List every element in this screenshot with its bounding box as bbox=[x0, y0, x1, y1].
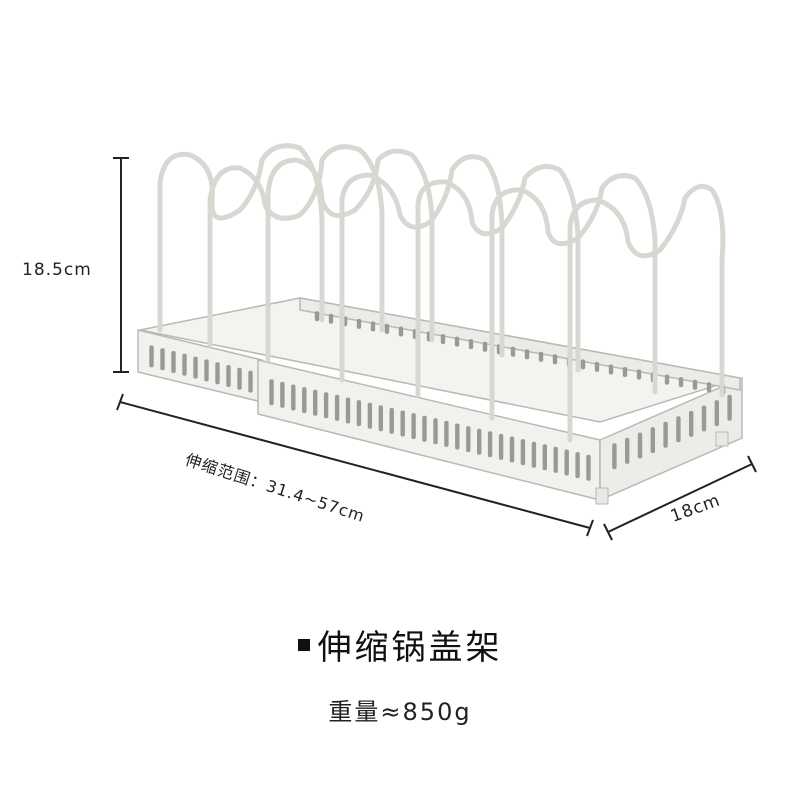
panel-slot bbox=[389, 407, 394, 434]
panel-slot bbox=[637, 432, 643, 459]
panel-slot bbox=[509, 436, 515, 463]
panel-slot bbox=[160, 348, 165, 371]
panel-slot bbox=[226, 365, 231, 387]
panel-slot bbox=[455, 423, 460, 450]
panel-slot bbox=[636, 369, 642, 380]
panel-slot bbox=[411, 413, 416, 440]
panel-slot bbox=[650, 427, 655, 454]
panel-slot bbox=[468, 339, 474, 350]
panel-slot bbox=[625, 437, 630, 464]
panel-slot bbox=[334, 394, 340, 421]
panel-slot bbox=[215, 362, 220, 385]
panel-slot bbox=[689, 410, 694, 437]
panel-slot bbox=[498, 433, 504, 460]
rack-feet bbox=[595, 431, 729, 505]
panel-slot bbox=[538, 351, 544, 362]
panel-slot bbox=[313, 389, 318, 416]
panel-slot bbox=[482, 341, 488, 352]
panel-slot bbox=[237, 367, 242, 390]
panel-slot bbox=[378, 405, 383, 432]
panel-slot bbox=[182, 353, 187, 376]
panel-slot bbox=[580, 359, 586, 370]
panel-slot bbox=[204, 359, 209, 382]
product-title-row: 伸缩锅盖架 bbox=[0, 620, 800, 669]
panel-slot bbox=[370, 321, 376, 332]
panel-slot bbox=[622, 367, 628, 377]
panel-slot bbox=[291, 384, 296, 411]
panel-slot bbox=[676, 416, 681, 443]
panel-slot bbox=[477, 428, 482, 455]
panel-slot bbox=[171, 351, 176, 373]
depth-dimension-line bbox=[603, 455, 757, 541]
panel-slot bbox=[553, 446, 558, 473]
panel-slot bbox=[328, 313, 334, 324]
panel-slot bbox=[384, 323, 390, 334]
panel-slot bbox=[608, 364, 614, 375]
panel-slot bbox=[269, 379, 274, 406]
panel-slot bbox=[727, 394, 732, 421]
product-title: 伸缩锅盖架 bbox=[297, 620, 503, 669]
panel-slot bbox=[487, 431, 493, 458]
panel-slot bbox=[466, 426, 471, 453]
panel-slot bbox=[552, 354, 558, 365]
panel-slot bbox=[398, 326, 404, 337]
panel-slot bbox=[542, 444, 547, 471]
rack-slots bbox=[149, 311, 732, 481]
panel-slot bbox=[302, 387, 307, 414]
panel-slot bbox=[345, 397, 351, 424]
panel-slot bbox=[444, 420, 449, 447]
panel-slot bbox=[706, 382, 712, 393]
panel-slot bbox=[664, 374, 670, 385]
product-title-text: 伸缩锅盖架 bbox=[317, 628, 503, 668]
panel-slot bbox=[692, 379, 698, 390]
panel-slot bbox=[586, 454, 591, 481]
panel-slot bbox=[612, 443, 617, 470]
panel-slot bbox=[524, 349, 530, 360]
panel-slot bbox=[367, 402, 373, 429]
panel-slot bbox=[454, 336, 460, 347]
panel-slot bbox=[575, 452, 580, 479]
panel-slot bbox=[193, 356, 198, 379]
panel-slot bbox=[701, 405, 707, 432]
panel-slot bbox=[678, 377, 684, 388]
panel-slot bbox=[663, 421, 668, 448]
product-weight: 重量≈850g bbox=[328, 698, 472, 726]
panel-slot bbox=[280, 381, 285, 408]
panel-slot bbox=[714, 400, 719, 427]
height-dimension-line bbox=[113, 157, 129, 373]
panel-slot bbox=[356, 400, 362, 427]
panel-slot bbox=[400, 410, 405, 437]
panel-slot bbox=[520, 439, 526, 466]
rack-wire-dividers bbox=[157, 143, 726, 443]
panel-slot bbox=[531, 441, 537, 468]
square-bullet-icon bbox=[297, 638, 310, 651]
panel-slot bbox=[314, 311, 320, 322]
panel-slot bbox=[564, 449, 569, 476]
panel-slot bbox=[323, 392, 329, 419]
panel-slot bbox=[433, 418, 438, 445]
panel-slot bbox=[248, 370, 253, 393]
rack-base bbox=[137, 297, 743, 502]
panel-slot bbox=[356, 318, 362, 329]
panel-slot bbox=[510, 346, 516, 357]
panel-slot bbox=[149, 345, 154, 368]
length-dimension-line bbox=[116, 393, 594, 537]
panel-slot bbox=[440, 334, 446, 345]
panel-slot bbox=[422, 415, 427, 442]
panel-slot bbox=[594, 361, 600, 372]
height-dimension-label: 18.5cm bbox=[22, 260, 92, 280]
